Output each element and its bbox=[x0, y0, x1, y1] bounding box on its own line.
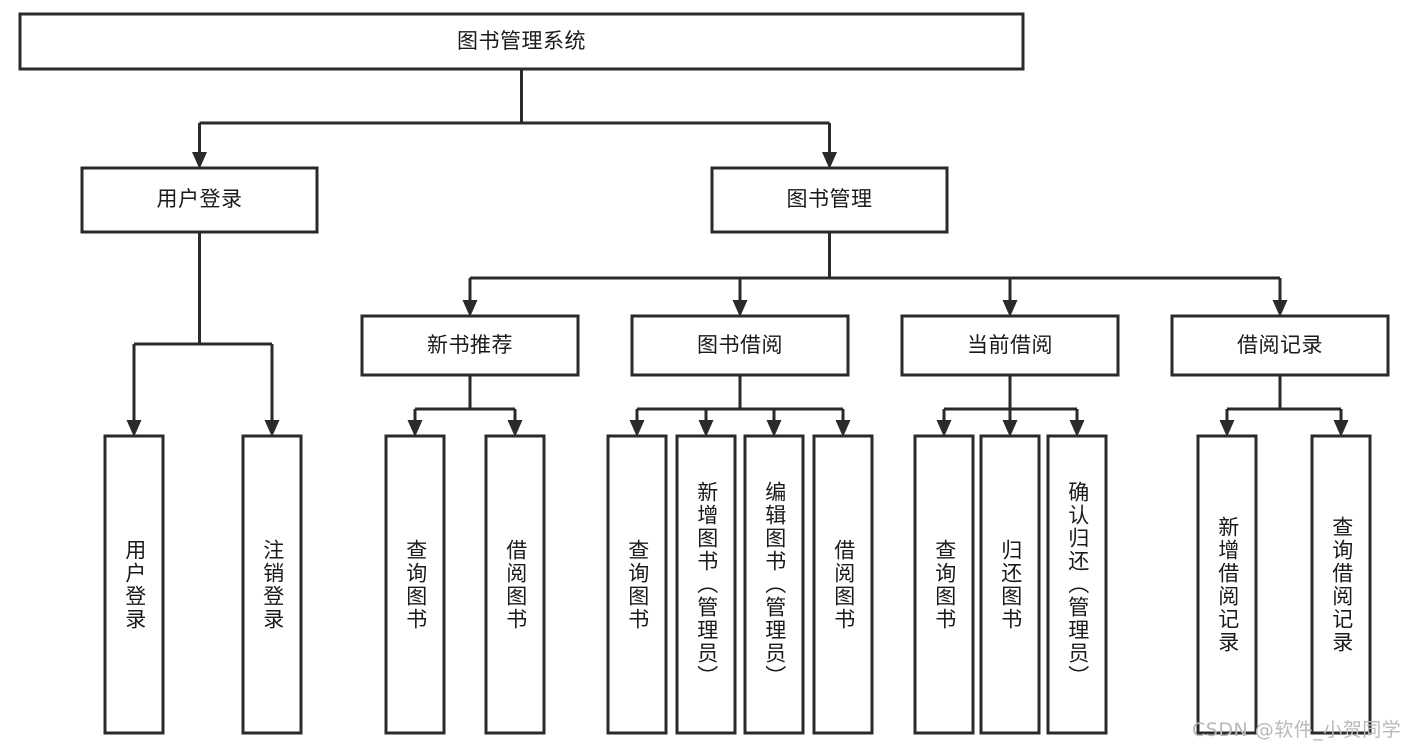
arrow-head-icon bbox=[507, 420, 523, 437]
node-box-root[interactable] bbox=[18, 12, 1025, 71]
arrow-head-icon bbox=[629, 420, 645, 437]
node-box-leaf-borrow-book-recommend[interactable] bbox=[484, 434, 546, 735]
arrow-head-icon bbox=[1002, 300, 1018, 317]
arrow-head-icon bbox=[835, 420, 851, 437]
arrow-head-icon bbox=[462, 300, 478, 317]
arrow-head-icon bbox=[1219, 420, 1235, 437]
node-box-leaf-borrow-book[interactable] bbox=[812, 434, 874, 735]
csdn-watermark: CSDN @软件_小贺同学 bbox=[1192, 719, 1402, 741]
node-box-leaf-edit-book[interactable] bbox=[743, 434, 805, 735]
node-box-leaf-query-book-borrow[interactable] bbox=[606, 434, 668, 735]
arrow-head-icon bbox=[407, 420, 423, 437]
arrow-head-icon bbox=[698, 420, 714, 437]
arrow-head-icon bbox=[936, 420, 952, 437]
arrow-head-icon bbox=[1333, 420, 1349, 437]
node-box-book-management[interactable] bbox=[710, 166, 949, 234]
arrow-head-icon bbox=[1069, 420, 1085, 437]
node-box-leaf-add-borrow-record[interactable] bbox=[1196, 434, 1258, 735]
node-box-leaf-logout[interactable] bbox=[241, 434, 303, 735]
node-box-current-borrow[interactable] bbox=[900, 314, 1120, 377]
arrow-head-icon bbox=[126, 420, 142, 437]
arrow-head-icon bbox=[822, 152, 837, 169]
node-box-leaf-query-book-recommend[interactable] bbox=[384, 434, 446, 735]
node-box-book-borrow[interactable] bbox=[630, 314, 850, 377]
node-box-leaf-query-borrow-record[interactable] bbox=[1310, 434, 1372, 735]
node-box-layer bbox=[18, 12, 1390, 735]
node-box-new-book-recommend[interactable] bbox=[360, 314, 580, 377]
connector-layer bbox=[126, 69, 1349, 437]
node-box-leaf-user-login[interactable] bbox=[103, 434, 165, 735]
node-box-leaf-return-book[interactable] bbox=[979, 434, 1041, 735]
arrow-head-icon bbox=[1002, 420, 1018, 437]
node-box-leaf-add-book[interactable] bbox=[675, 434, 737, 735]
arrow-head-icon bbox=[766, 420, 782, 437]
arrow-head-icon bbox=[264, 420, 280, 437]
arrow-head-icon bbox=[192, 152, 207, 169]
node-box-leaf-confirm-return[interactable] bbox=[1046, 434, 1108, 735]
node-box-leaf-query-book-current[interactable] bbox=[913, 434, 975, 735]
node-box-borrow-record[interactable] bbox=[1170, 314, 1390, 377]
arrow-head-icon bbox=[1272, 300, 1288, 317]
arrow-head-icon bbox=[732, 300, 748, 317]
node-box-user-login[interactable] bbox=[80, 166, 319, 234]
